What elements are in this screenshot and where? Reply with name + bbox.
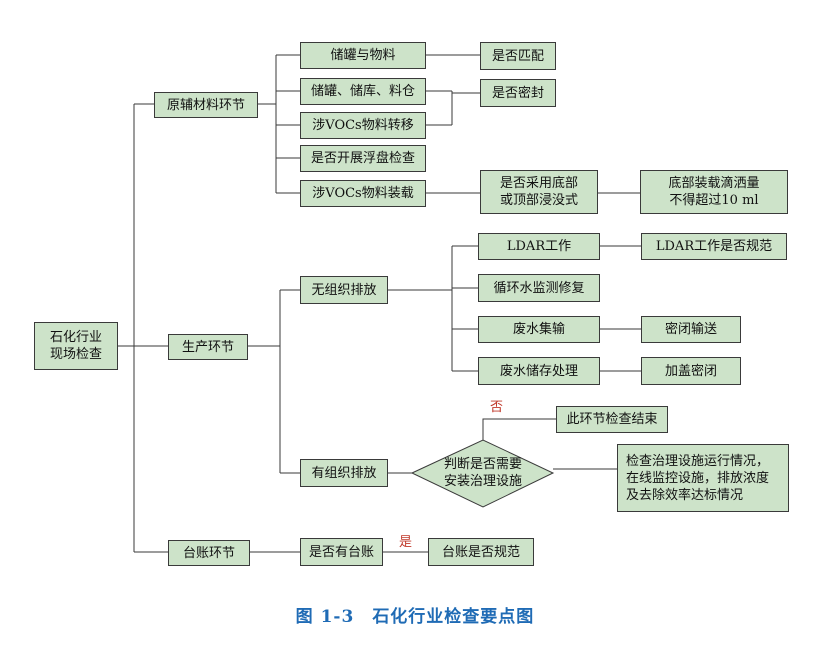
- edge-label-no: 否: [490, 400, 504, 415]
- node-end-check: 此环节检查结束: [556, 406, 668, 433]
- node-seal-check: 是否密封: [480, 79, 556, 107]
- node-voc-transfer: 涉VOCs物料转移: [300, 112, 426, 139]
- node-float-check: 是否开展浮盘检查: [300, 145, 426, 172]
- node-ledger: 台账环节: [168, 540, 250, 566]
- node-loading-method: 是否采用底部 或顶部浸没式: [480, 170, 598, 214]
- node-raw-materials: 原辅材料环节: [154, 92, 258, 118]
- edge-label-yes: 是: [399, 535, 413, 550]
- node-tank-warehouse: 储罐、储库、料仓: [300, 78, 426, 105]
- node-root: 石化行业 现场检查: [34, 322, 118, 370]
- node-organized: 有组织排放: [300, 459, 388, 487]
- decision-label: 判断是否需要 安装治理设施: [443, 457, 522, 489]
- node-wastewater-store: 废水储存处理: [478, 357, 600, 385]
- node-cover-seal: 加盖密闭: [641, 357, 741, 385]
- figure-caption: 图 1-3 石化行业检查要点图: [0, 602, 830, 627]
- node-ledger-standard: 台账是否规范: [428, 538, 534, 566]
- figure-number: 图 1-3: [295, 607, 355, 627]
- node-ldar: LDAR工作: [478, 233, 600, 260]
- node-storage-material: 储罐与物料: [300, 42, 426, 69]
- node-production: 生产环节: [168, 334, 248, 360]
- node-loading-drip: 底部装载滴洒量 不得超过10 ml: [640, 170, 788, 214]
- node-match-check: 是否匹配: [480, 42, 556, 70]
- node-has-ledger: 是否有台账: [300, 538, 383, 566]
- node-wastewater-collect: 废水集输: [478, 316, 600, 343]
- node-fugitive: 无组织排放: [300, 276, 388, 304]
- figure-title: 石化行业检查要点图: [372, 607, 535, 627]
- node-ldar-standard: LDAR工作是否规范: [641, 233, 787, 260]
- node-facility-check: 检查治理设施运行情况， 在线监控设施，排放浓度 及去除效率达标情况: [617, 444, 789, 512]
- edge-decision-no: [482, 418, 556, 440]
- node-cooling-water: 循环水监测修复: [478, 274, 600, 302]
- node-sealed-transport: 密闭输送: [641, 316, 741, 343]
- node-voc-loading: 涉VOCs物料装载: [300, 180, 426, 207]
- decision-diamond: [410, 439, 555, 508]
